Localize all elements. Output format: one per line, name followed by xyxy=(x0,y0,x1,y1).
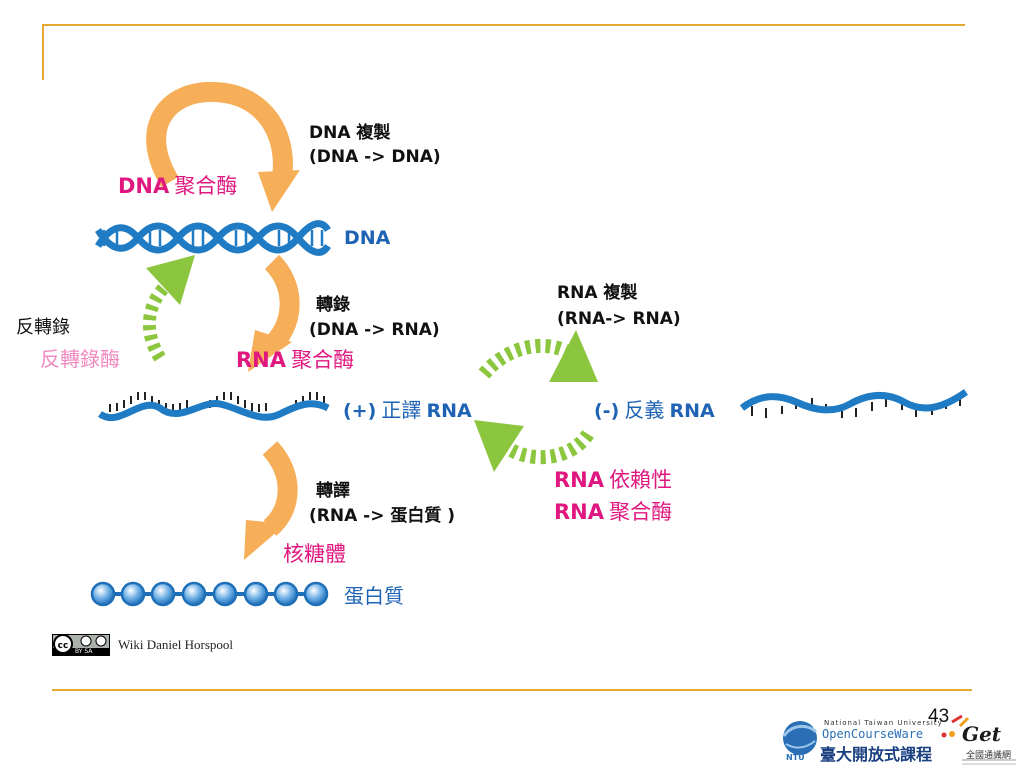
rna-polymerase-suffix: 聚合酶 xyxy=(291,348,355,372)
rna-replication-title: RNA 複製 xyxy=(557,283,638,303)
antisense-rna-text: RNA xyxy=(669,400,715,422)
cc-license-text: BY SA xyxy=(75,648,93,655)
sense-rna-text: RNA xyxy=(426,400,472,422)
dna-polymerase-prefix: DNA xyxy=(118,174,170,198)
get-logo-text: Get xyxy=(962,722,1002,746)
get-logo-icon xyxy=(941,714,1016,765)
rdrp-line2-suffix: 聚合酶 xyxy=(609,500,673,524)
reverse-transcriptase-label: 反轉錄酶 xyxy=(40,347,120,371)
ocw-chinese: 臺大開放式課程 xyxy=(820,745,933,764)
translation-arrow xyxy=(244,441,298,560)
rdrp-line1-suffix: 依賴性 xyxy=(609,468,673,492)
antisense-rna-sign: (-) xyxy=(594,400,620,422)
protein-label: 蛋白質 xyxy=(344,584,404,608)
image-credit: Wiki Daniel Horspool xyxy=(118,637,234,652)
ntu-globe-icon xyxy=(782,721,818,755)
rna-replication-formula: (RNA-> RNA) xyxy=(557,309,681,329)
protein-bead-chain xyxy=(90,581,329,607)
antisense-rna-name: 反義 xyxy=(624,398,665,422)
rdrp-line1: RNA 依賴性 xyxy=(554,464,672,494)
rna-polymerase-label: RNA 聚合酶 xyxy=(236,344,354,374)
dna-replication-formula: (DNA -> DNA) xyxy=(309,147,441,167)
dna-double-helix xyxy=(95,220,331,256)
slide-frame xyxy=(42,24,972,691)
get-chinese: 全國通識網 xyxy=(966,751,1012,761)
transcription-formula: (DNA -> RNA) xyxy=(309,320,440,340)
sense-rna-label: (+) 正譯 RNA xyxy=(343,394,472,423)
rdrp-line2-prefix: RNA xyxy=(554,500,604,524)
dna-label: DNA xyxy=(344,227,391,249)
sense-rna-sign: (+) xyxy=(343,400,377,422)
ntu-tagline: National Taiwan University xyxy=(824,719,943,727)
translation-title: 轉譯 xyxy=(316,481,350,501)
antisense-rna-label: (-) 反義 RNA xyxy=(594,394,715,423)
rna-replication-upper-arrow xyxy=(478,330,598,382)
antisense-rna-strand xyxy=(739,389,968,418)
page-number: 43 xyxy=(928,706,950,727)
transcription-arrow xyxy=(248,254,300,372)
cc-license-badge: cc xyxy=(52,634,110,656)
rdrp-line2: RNA 聚合酶 xyxy=(554,496,672,526)
rdrp-line1-prefix: RNA xyxy=(554,468,604,492)
rna-polymerase-prefix: RNA xyxy=(236,348,286,372)
sense-rna-strand xyxy=(97,392,330,422)
dna-replication-arrow xyxy=(146,81,300,212)
reverse-transcription-label: 反轉錄 xyxy=(16,317,70,338)
ribosome-label: 核糖體 xyxy=(283,542,346,566)
translation-formula: (RNA -> 蛋白質 ) xyxy=(309,506,456,526)
rna-replication-lower-arrow xyxy=(474,420,594,472)
dna-polymerase-suffix: 聚合酶 xyxy=(174,174,238,198)
ocw-name: OpenCourseWare xyxy=(822,727,924,741)
transcription-title: 轉錄 xyxy=(316,295,350,315)
ntu-abbrev: NTU xyxy=(786,753,805,762)
svg-text:cc: cc xyxy=(58,641,69,651)
dna-replication-title: DNA 複製 xyxy=(309,123,391,143)
dna-polymerase-label: DNA 聚合酶 xyxy=(118,170,237,200)
sense-rna-name: 正譯 xyxy=(381,398,422,422)
reverse-transcription-arrow xyxy=(142,255,195,362)
